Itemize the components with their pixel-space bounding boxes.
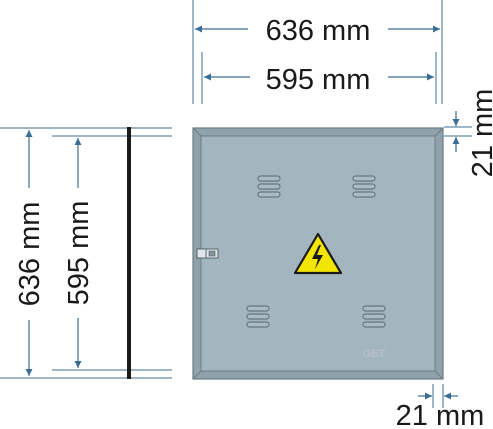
cabinet-front: GET (192, 127, 444, 380)
door-lock-icon (196, 248, 219, 259)
frame-side-label: 21 mm (396, 400, 485, 429)
vent-louver-icon (246, 305, 270, 328)
outer-height-label: 636 mm (14, 202, 46, 307)
left-dimensions: 636 mm 595 mm (0, 127, 172, 379)
outer-width-label: 636 mm (266, 15, 371, 47)
vent-louver-icon (362, 305, 386, 328)
vent-louver-icon (257, 175, 281, 198)
brand-label: GET (363, 348, 386, 360)
high-voltage-warning-icon (293, 232, 343, 275)
frame-top-label: 21 mm (467, 89, 493, 178)
top-dimensions: 636 mm 595 mm (192, 0, 443, 104)
inner-height-label: 595 mm (63, 201, 95, 306)
vent-louver-icon (352, 175, 376, 198)
frame-top-dimension: 21 mm (444, 89, 493, 178)
cabinet-side-profile (127, 127, 131, 379)
inner-width-label: 595 mm (266, 64, 371, 96)
frame-side-dimension: 21 mm (396, 384, 485, 429)
